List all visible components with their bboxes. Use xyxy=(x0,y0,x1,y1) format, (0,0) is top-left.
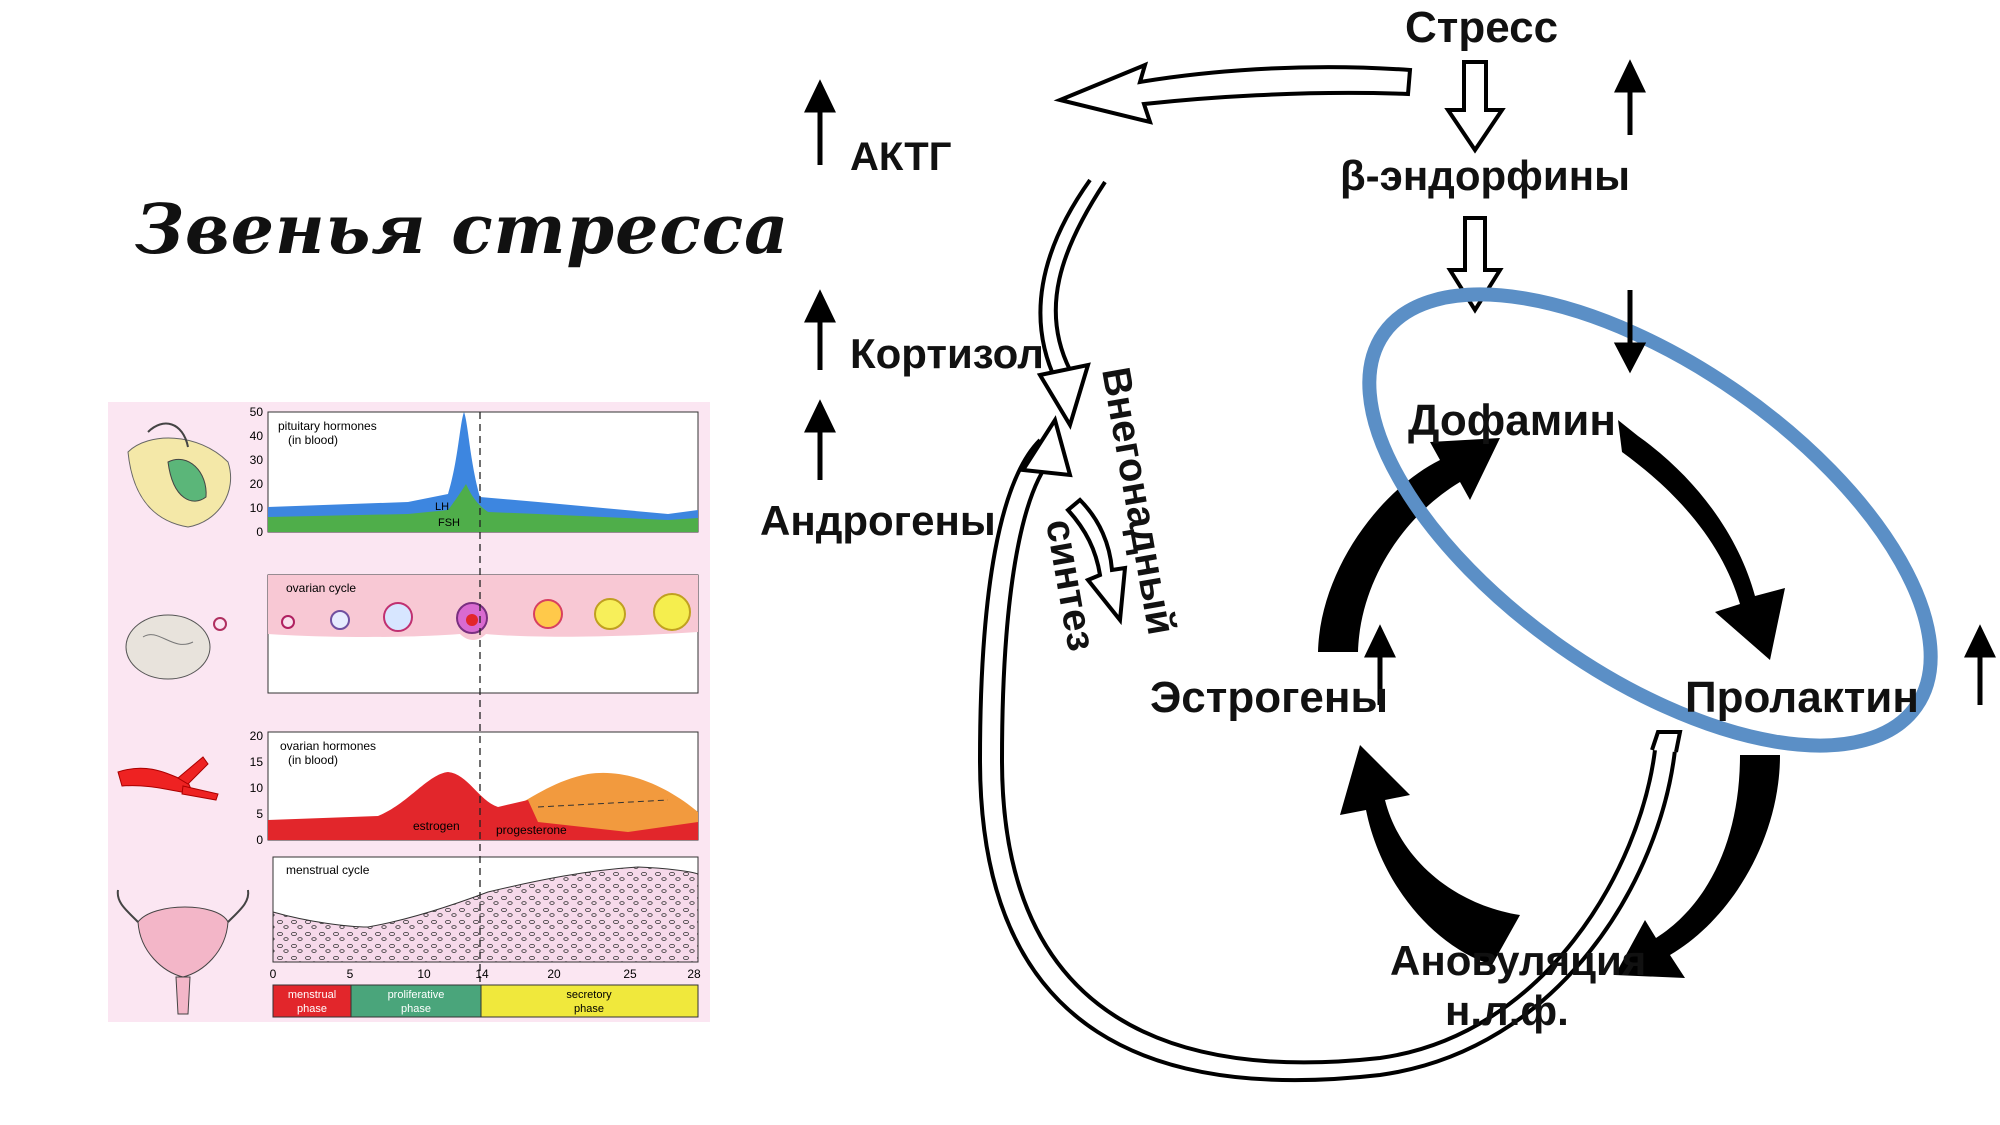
up-arrow-icon xyxy=(804,79,836,165)
menstrual-phase-line1: menstrual xyxy=(288,989,336,1001)
menstrual-phase-line2: phase xyxy=(297,1003,327,1015)
p1-ytick-40: 40 xyxy=(250,429,264,443)
menstrual-cycle-panel: menstrual cycle xyxy=(272,856,699,963)
xtick-0: 0 xyxy=(270,967,277,981)
xtick-25: 25 xyxy=(623,967,637,981)
pituitary-title-line1: pituitary hormones xyxy=(278,419,377,433)
acth-to-synthesis-arrow-inner xyxy=(1038,178,1092,386)
acth-to-synthesis-arrow xyxy=(1053,180,1107,371)
synthesis-hollow-arrow xyxy=(1065,497,1128,626)
p3-ytick-5: 5 xyxy=(256,807,263,821)
stress-down-arrow xyxy=(1444,60,1506,154)
anovulation-to-estrogens-arrow xyxy=(1340,745,1520,965)
pituitary-illustration xyxy=(127,422,232,528)
menstrual-phase-block xyxy=(272,984,352,1018)
progesterone-label: progesterone xyxy=(496,823,567,837)
anovulation-subtitle: н.л.ф. xyxy=(1445,987,1569,1034)
estrogen-area xyxy=(268,772,698,840)
up-arrow-icon xyxy=(1614,59,1646,135)
endometrium-area xyxy=(272,866,699,963)
up-arrow-icon xyxy=(1364,624,1396,705)
p3-ytick-15: 15 xyxy=(250,755,264,769)
stress-label: Стресс xyxy=(1405,3,1558,52)
ovarian-cycle-panel: ovarian cycle xyxy=(267,574,699,694)
p1-ytick-10: 10 xyxy=(250,501,264,515)
p1-ytick-20: 20 xyxy=(250,477,264,491)
prolactin-to-anovulation-arrow xyxy=(1615,755,1780,978)
ovary-illustration xyxy=(125,614,227,680)
xtick-5: 5 xyxy=(347,967,354,981)
phase-bar: menstrual phase proliferative phase secr… xyxy=(272,984,699,1018)
dopamine-label: Дофамин xyxy=(1408,396,1616,445)
xtick-10: 10 xyxy=(417,967,431,981)
proliferative-phase-line1: proliferative xyxy=(388,989,445,1001)
prolactin-loop-start xyxy=(1650,730,1683,753)
uterus-illustration xyxy=(116,889,250,1015)
up-arrow-icon xyxy=(804,289,836,370)
anovulation-label: Ановуляция xyxy=(1390,937,1646,984)
prolactin-feedback-loop-inner xyxy=(999,456,1657,1065)
secretory-phase-block xyxy=(480,984,699,1018)
secretory-phase-line1: secretory xyxy=(566,989,612,1001)
down-arrow-icon xyxy=(1613,290,1647,374)
prolactin-feedback-loop-outer xyxy=(977,438,1677,1083)
proliferative-phase-block xyxy=(350,984,482,1018)
menstrual-cycle-title: menstrual cycle xyxy=(286,863,370,877)
ovarian-hormones-title-line2: (in blood) xyxy=(288,753,338,767)
beta-endorphins-label: β-эндорфины xyxy=(1340,152,1630,199)
slide-title: Звенья стресса xyxy=(135,190,790,270)
ovarian-cycle-title: ovarian cycle xyxy=(286,581,356,595)
xtick-14: 14 xyxy=(475,967,489,981)
ovarian-hormones-title-line1: ovarian hormones xyxy=(280,739,376,753)
p3-ytick-10: 10 xyxy=(250,781,264,795)
stress-diagram: Стресс АКТГ β-эндорфины Кортизол Андроге… xyxy=(760,3,1996,1083)
lh-label: LH xyxy=(435,501,449,513)
xtick-20: 20 xyxy=(547,967,561,981)
p3-ytick-0: 0 xyxy=(256,833,263,847)
fsh-area xyxy=(268,484,698,532)
proliferative-phase-line2: phase xyxy=(401,1003,431,1015)
p3-ytick-20: 20 xyxy=(250,729,264,743)
follicle-sequence xyxy=(281,593,691,634)
xtick-28: 28 xyxy=(687,967,701,981)
prolactin-feedback-arrowhead xyxy=(1019,415,1073,478)
p1-ytick-30: 30 xyxy=(250,453,264,467)
ovarian-hormones-panel: ovarian hormones (in blood) estrogen pro… xyxy=(250,729,699,847)
acth-to-synthesis-arrowhead xyxy=(1036,362,1091,430)
menstrual-cycle-figure: pituitary hormones (in blood) LH FSH 0 1… xyxy=(108,402,710,1022)
dopamine-prolactin-highlight-ellipse xyxy=(1362,287,1938,753)
acth-label: АКТГ xyxy=(850,135,951,179)
secretory-phase-line2: phase xyxy=(574,1003,604,1015)
dopamine-to-prolactin-arrow xyxy=(1618,420,1785,660)
p1-ytick-50: 50 xyxy=(250,405,264,419)
androgens-label: Андрогены xyxy=(760,497,996,544)
pituitary-panel: pituitary hormones (in blood) LH FSH 0 1… xyxy=(250,405,699,539)
up-arrow-icon xyxy=(804,399,836,480)
fsh-label: FSH xyxy=(438,517,460,529)
estrogens-to-dopamine-arrow xyxy=(1318,438,1500,652)
pituitary-title-line2: (in blood) xyxy=(288,433,338,447)
prolactin-label: Пролактин xyxy=(1685,673,1919,722)
up-arrow-icon xyxy=(1964,624,1996,705)
blood-vessel-illustration xyxy=(117,756,219,801)
stress-to-acth-arrow xyxy=(1053,61,1413,125)
cortisol-label: Кортизол xyxy=(850,330,1044,377)
estrogens-label: Эстрогены xyxy=(1150,673,1388,722)
estrogen-label: estrogen xyxy=(413,819,460,833)
p1-ytick-0: 0 xyxy=(256,525,263,539)
